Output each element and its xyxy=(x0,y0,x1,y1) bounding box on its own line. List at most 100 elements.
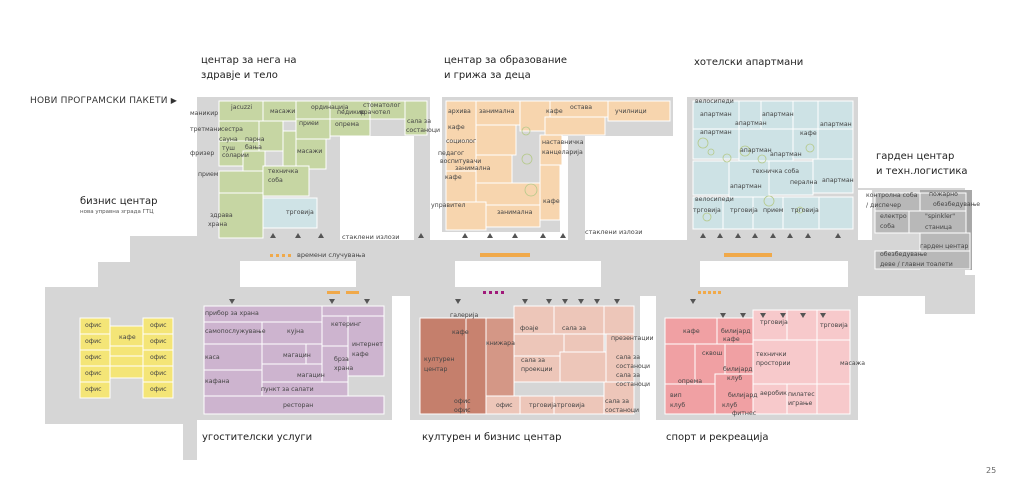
catering-title: угостителски услуги xyxy=(202,432,313,443)
room-label-culture: сала за xyxy=(562,325,586,332)
room-label-health: соларии xyxy=(222,152,249,159)
education-title: центар за образование и грижа за деца xyxy=(444,55,568,81)
room-label-health: сауна xyxy=(219,136,238,143)
room-label-garden: пожарно xyxy=(929,191,958,198)
room-label-catering: магацин xyxy=(283,352,311,359)
glass-walls-label-2: стаклени излози xyxy=(585,228,643,236)
room-label-health: прием xyxy=(198,171,219,178)
room-label-sport: технички xyxy=(756,351,787,358)
room-label-catering: пункт за салати xyxy=(261,386,314,393)
room-label-catering: интернет xyxy=(352,341,383,348)
room-label-education: занимална xyxy=(479,108,515,115)
room-label-hotel: апартман xyxy=(762,111,794,118)
room-label-catering: самопослужување xyxy=(205,328,266,335)
business-subtitle: нова управна зграда ГТЦ xyxy=(80,209,154,215)
room-label-culture: културен xyxy=(424,356,455,363)
room-label-sport: аеробик xyxy=(760,390,787,397)
room-label-health: парна xyxy=(245,136,265,143)
room-label-health: врачотел xyxy=(360,109,391,116)
education-rooms xyxy=(445,100,671,231)
health-title: центар за нега на здравје и тело xyxy=(201,55,297,81)
catering-rooms xyxy=(203,305,385,415)
room-label-sport: билијард xyxy=(728,392,758,399)
entrance-markers xyxy=(229,233,841,318)
room-label-education: канцеларија xyxy=(542,149,583,156)
room-label-hotel: апартман xyxy=(700,111,732,118)
room-label-health: jacuzzi xyxy=(231,104,253,111)
culture-title: културен и бизнис центар xyxy=(422,432,562,443)
room-label-culture: кафе xyxy=(452,329,469,336)
room-label-health: бања xyxy=(245,144,262,151)
room-label-health: сала за xyxy=(407,118,431,125)
event-markers xyxy=(270,253,772,294)
sport-rooms xyxy=(664,309,851,415)
room-label-health: масажи xyxy=(270,108,296,115)
room-label-hotel: велосипеди xyxy=(695,98,734,105)
room-label-sport: вип xyxy=(670,392,682,399)
room-label-culture: состаноци xyxy=(605,407,640,414)
room-label-culture: фоаје xyxy=(520,325,539,332)
atrium-3 xyxy=(700,261,848,287)
room-label-sport: клуб xyxy=(722,402,738,409)
room-label-hotel: прием xyxy=(763,207,784,214)
room-label-culture: офис xyxy=(496,402,513,409)
room-label-sport: играње xyxy=(788,400,813,407)
room-label-garden: станица xyxy=(925,224,952,231)
room-label-business: кафе xyxy=(119,334,136,341)
room-label-business: офис xyxy=(150,338,167,345)
room-label-catering: кафе xyxy=(352,351,369,358)
room-label-catering: кафана xyxy=(205,378,230,385)
room-label-health: маникир xyxy=(190,110,219,117)
room-label-culture: состаноци xyxy=(616,381,651,388)
atrium-2 xyxy=(455,261,601,287)
room-label-business: офис xyxy=(85,370,102,377)
business-rooms xyxy=(79,317,174,399)
room-label-business: офис xyxy=(150,354,167,361)
room-label-catering: кујна xyxy=(287,328,304,335)
room-label-education: наставничка xyxy=(542,139,584,146)
room-label-education: училници xyxy=(615,108,647,115)
room-label-catering: каса xyxy=(205,354,220,361)
room-label-culture: центар xyxy=(424,366,448,373)
room-label-culture: сала за xyxy=(521,357,545,364)
room-label-sport: билијард xyxy=(723,366,753,373)
room-label-health: сестра xyxy=(221,126,243,133)
room-label-education: управител xyxy=(431,202,466,209)
new-packages-text: НОВИ ПРОГРАМСКИ ПАКЕТИ xyxy=(30,96,168,106)
room-label-culture: трговија xyxy=(529,402,557,409)
room-label-health: состаноци xyxy=(406,127,441,134)
room-label-education: занимална xyxy=(497,209,533,216)
atrium-1 xyxy=(240,261,356,287)
room-label-business: офис xyxy=(85,386,102,393)
sport-title: спорт и рекреација xyxy=(666,432,769,443)
glass-walls-label-1: стаклени излози xyxy=(342,233,400,241)
room-label-business: офис xyxy=(85,354,102,361)
tree-circles xyxy=(521,126,815,222)
room-label-sport: кафе xyxy=(723,336,740,343)
room-label-sport: масажа xyxy=(840,360,866,367)
room-label-hotel: апартман xyxy=(820,121,852,128)
room-label-culture: книжара xyxy=(486,340,515,347)
room-label-garden: контролна соба xyxy=(866,192,918,199)
room-label-hotel: техничка соба xyxy=(752,168,800,175)
room-label-catering: ресторан xyxy=(283,402,314,409)
room-label-hotel: перална xyxy=(790,179,818,186)
room-label-health: масажи xyxy=(297,148,323,155)
room-label-health: трговија xyxy=(286,209,314,216)
health-rooms xyxy=(218,100,428,239)
room-label-sport: опрема xyxy=(678,378,703,385)
room-label-garden: обезбедување xyxy=(880,251,928,258)
room-label-culture: состаноци xyxy=(616,363,651,370)
room-label-education: архива xyxy=(448,108,471,115)
room-label-sport: билијард xyxy=(721,328,751,335)
room-label-health: туш xyxy=(222,145,235,152)
room-label-garden: / диспечер xyxy=(866,202,901,209)
room-label-education: кафе xyxy=(543,198,560,205)
room-label-hotel: кафе xyxy=(800,130,817,137)
room-label-health: храна xyxy=(208,221,228,228)
room-label-business: офис xyxy=(85,338,102,345)
room-label-business: офис xyxy=(150,386,167,393)
room-label-garden: деве / главни тоалети xyxy=(880,261,953,268)
room-label-health: третмани xyxy=(190,126,222,133)
temporary-events-label: времени случувања xyxy=(297,251,366,259)
